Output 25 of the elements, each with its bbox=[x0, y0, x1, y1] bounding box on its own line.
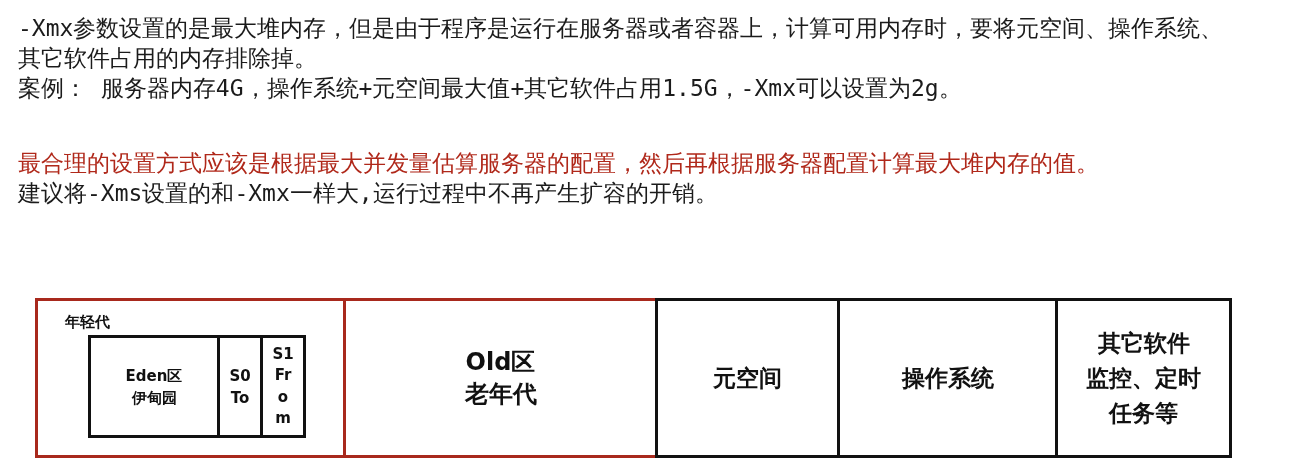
region-label: From bbox=[273, 365, 293, 429]
memory-region-box bbox=[343, 298, 658, 458]
memory-region-box bbox=[1055, 298, 1232, 458]
memory-region-box bbox=[217, 335, 263, 438]
region-label: 监控、定时任务等 bbox=[1085, 363, 1202, 428]
note-text: -Xmx参数设置的是最大堆内存，但是由于程序是运行在服务器或者容器上，计算可用内存时，要将元空间、操作系统、其它软件占用的内存排除掉。 bbox=[18, 14, 1225, 73]
note-text: 案例： 服务器内存4G，操作系统+元空间最大值+其它软件占用1.5G，-Xmx可以设置为2g。 bbox=[18, 74, 962, 103]
note-text: 最合理的设置方式应该是根据最大并发量估算服务器的配置，然后再根据服务器配置计算最大堆内存的值。 bbox=[18, 149, 1099, 178]
note-text: 建议将-Xms设置的和-Xmx一样大,运行过程中不再产生扩容的开销。 bbox=[18, 179, 718, 208]
memory-region-box bbox=[260, 335, 306, 438]
region-label: 老年代 bbox=[464, 379, 537, 410]
region-label: 伊甸园 bbox=[131, 387, 177, 409]
memory-region-box bbox=[35, 298, 346, 458]
memory-region-box bbox=[837, 298, 1058, 458]
region-label: 操作系统 bbox=[901, 364, 994, 393]
region-label: Eden区 bbox=[125, 365, 183, 387]
region-label: S0 bbox=[229, 365, 251, 387]
memory-region-box bbox=[88, 335, 220, 438]
region-label: Old区 bbox=[465, 347, 536, 378]
memory-region-box bbox=[655, 298, 840, 458]
region-title: 年轻代 bbox=[65, 312, 110, 332]
region-label: 元空间 bbox=[713, 364, 782, 393]
region-label: To bbox=[230, 387, 250, 409]
region-label: 其它软件 bbox=[1097, 328, 1190, 358]
region-label: S1 bbox=[272, 343, 294, 365]
